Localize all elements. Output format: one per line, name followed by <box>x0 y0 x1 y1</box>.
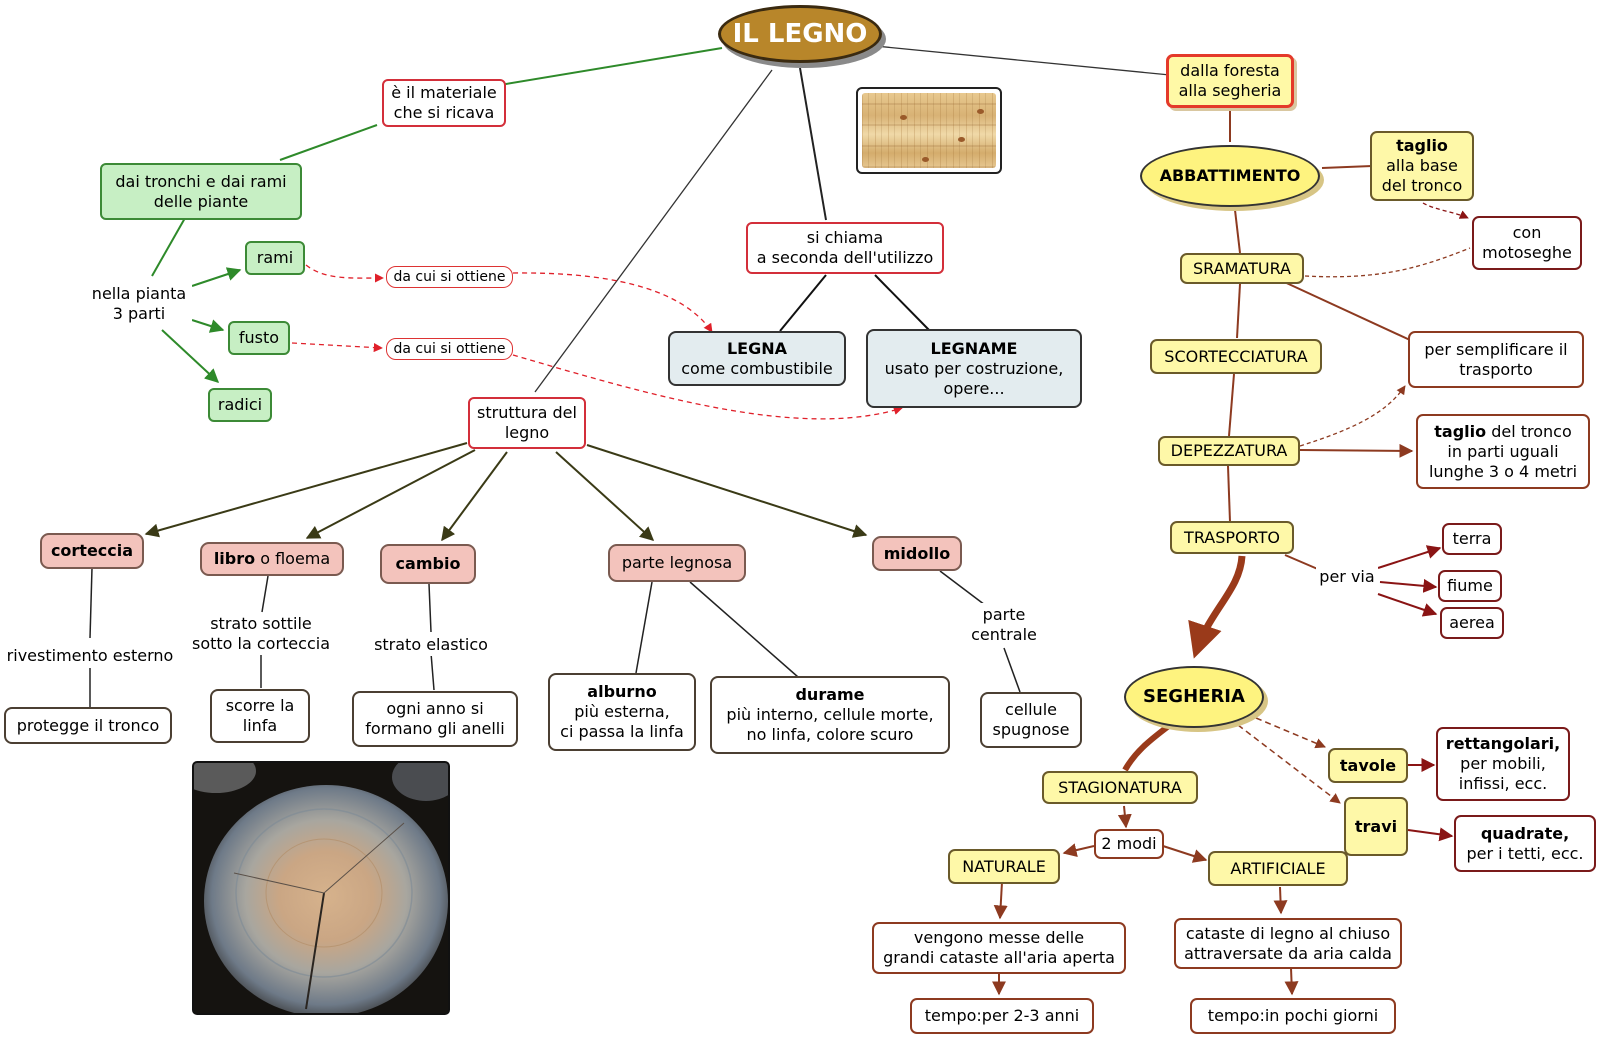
node-vengono-messe: vengono messe delle grandi cataste all'a… <box>872 922 1126 974</box>
node-rettangolari: rettangolari,per mobili, infissi, ecc. <box>1436 727 1570 801</box>
node-naturale: NATURALE <box>948 849 1060 884</box>
node-con-motoseghe: con motoseghe <box>1472 216 1582 270</box>
tree-stump-image <box>192 761 450 1015</box>
node-aerea: aerea <box>1440 607 1504 639</box>
node-midollo: midollo <box>872 536 962 571</box>
node-fusto: fusto <box>228 321 290 355</box>
node-scorre-linfa: scorre la linfa <box>210 689 310 743</box>
node-libro: libro o floema <box>200 542 344 576</box>
wood-planks-image <box>856 87 1002 174</box>
node-abbattimento: ABBATTIMENTO <box>1140 145 1320 207</box>
node-si-chiama: si chiama a seconda dell'utilizzo <box>746 222 944 274</box>
label-nella-pianta: nella pianta 3 parti <box>86 283 192 325</box>
link-label-da-cui-1: da cui si ottiene <box>386 266 513 288</box>
label-rivestimento: rivestimento esterno <box>2 645 178 667</box>
node-fiume: fiume <box>1438 570 1502 602</box>
node-2-modi: 2 modi <box>1094 829 1164 859</box>
link-label-da-cui-2: da cui si ottiene <box>386 338 513 360</box>
node-cataste-chiuso: cataste di legno al chiuso attraversate … <box>1174 918 1402 969</box>
node-struttura: struttura del legno <box>468 397 586 449</box>
node-segheria: SEGHERIA <box>1124 666 1264 728</box>
node-protegge: protegge il tronco <box>4 707 172 744</box>
node-per-semplificare: per semplificare il trasporto <box>1408 331 1584 388</box>
node-cambio: cambio <box>380 544 476 584</box>
node-tavole: tavole <box>1328 748 1408 783</box>
node-stagionatura: STAGIONATURA <box>1042 771 1198 804</box>
node-corteccia: corteccia <box>40 533 144 569</box>
label-per-via: per via <box>1316 566 1378 588</box>
label-parte-centrale: parte centrale <box>962 603 1046 647</box>
node-tempo-artificiale: tempo:in pochi giorni <box>1190 998 1396 1034</box>
node-taglio-tronco: taglio del tronco in parti uguali lunghe… <box>1416 414 1590 489</box>
node-materiale: è il materiale che si ricava <box>382 79 506 127</box>
node-ogni-anno: ogni anno si formano gli anelli <box>352 691 518 747</box>
label-strato-sottile: strato sottile sotto la corteccia <box>187 613 335 655</box>
node-trasporto: TRASPORTO <box>1170 521 1294 554</box>
node-tempo-naturale: tempo:per 2-3 anni <box>910 998 1094 1034</box>
node-scortecciatura: SCORTECCIATURA <box>1150 339 1322 374</box>
node-radici: radici <box>208 388 272 422</box>
link-title-materiale <box>493 47 723 87</box>
node-parte-legnosa: parte legnosa <box>608 544 746 582</box>
node-terra: terra <box>1442 523 1502 555</box>
node-cellule-spugnose: cellule spugnose <box>980 692 1082 748</box>
label-strato-elastico: strato elastico <box>367 634 495 656</box>
node-sramatura: SRAMATURA <box>1180 253 1304 284</box>
node-travi: travi <box>1344 797 1408 856</box>
node-rami: rami <box>245 241 305 275</box>
node-depezzatura: DEPEZZATURA <box>1158 436 1300 466</box>
node-dalla-foresta: dalla foresta alla segheria <box>1166 54 1294 108</box>
node-tronchi-rami: dai tronchi e dai rami delle piante <box>100 163 302 220</box>
node-quadrate: quadrate,per i tetti, ecc. <box>1454 815 1596 872</box>
node-artificiale: ARTIFICIALE <box>1208 851 1348 886</box>
map-title: IL LEGNO <box>718 5 882 63</box>
